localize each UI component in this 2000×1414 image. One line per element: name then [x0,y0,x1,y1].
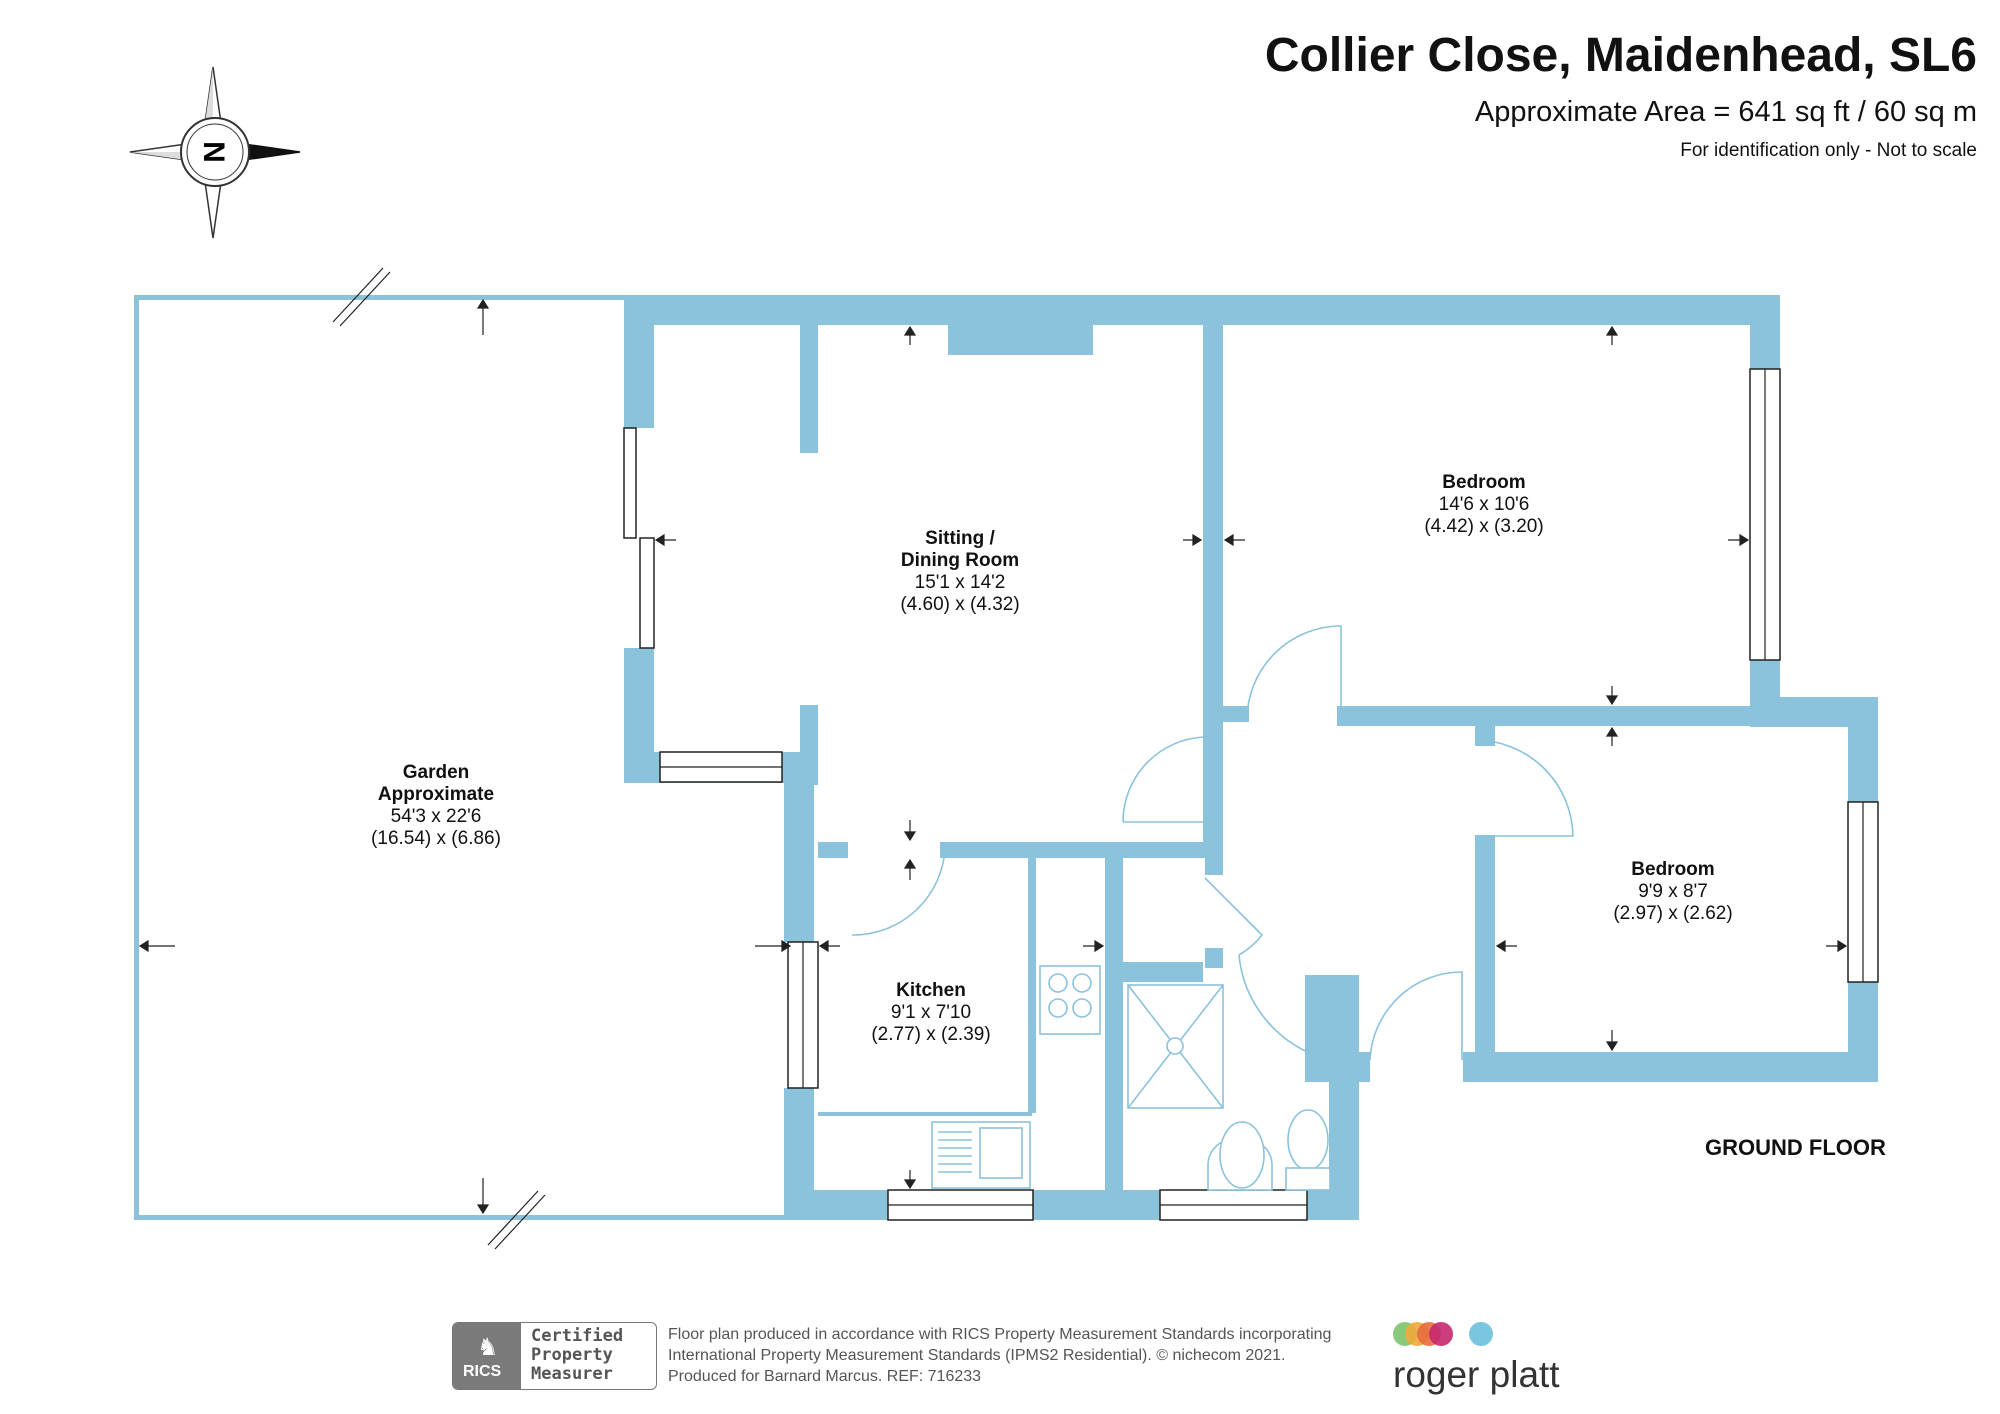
room-metric: (4.42) x (3.20) [1424,516,1544,537]
room-metric: (4.60) x (4.32) [900,594,1020,615]
room-sitting-dining: Sitting / Dining Room 15'1 x 14'2 (4.60)… [900,528,1019,616]
compass-letter: N [197,141,230,163]
room-name: Bedroom [1442,472,1526,493]
room-metric: (16.54) x (6.86) [371,828,501,849]
room-name: Sitting / [925,528,995,549]
brand-name: roger platt [1393,1354,1560,1395]
brand-logo: roger platt [1393,1318,1563,1398]
room-bedroom-2: Bedroom 9'9 x 8'7 (2.97) x (2.62) [1613,859,1732,925]
lion-crest-icon: ♞ [477,1334,499,1361]
rics-logo: ♞ RICS [453,1323,521,1389]
footer-line-1: Floor plan produced in accordance with R… [668,1326,1332,1343]
badge-line-2: Property [531,1345,613,1365]
rics-logo-text: RICS [463,1363,502,1380]
room-imperial: 14'6 x 10'6 [1438,494,1530,515]
floor-label: GROUND FLOOR [1705,1135,1886,1160]
room-metric: (2.77) x (2.39) [871,1024,991,1045]
room-name: Garden [402,762,470,783]
room-imperial: 9'1 x 7'10 [890,1002,972,1023]
room-imperial: 9'9 x 8'7 [1638,881,1708,902]
room-imperial: 54'3 x 22'6 [390,806,482,827]
brand-dot-5 [1469,1322,1493,1346]
room-metric: (2.97) x (2.62) [1613,903,1733,924]
footer-line-2: International Property Measurement Stand… [668,1347,1286,1364]
room-name: Bedroom [1631,859,1715,880]
badge-line-3: Measurer [531,1364,613,1384]
footer-disclaimer: Floor plan produced in accordance with R… [668,1324,1331,1387]
approximate-area: Approximate Area = 641 sq ft / 60 sq m [1474,96,1977,128]
dimension-arrows [138,298,1848,1215]
footer-line-3: Produced for Barnard Marcus. REF: 716233 [668,1368,982,1385]
room-bedroom-1: Bedroom 14'6 x 10'6 (4.42) x (3.20) [1424,472,1543,538]
brand-dot-4 [1429,1322,1453,1346]
rics-certified-badge: ♞ RICS Certified Property Measurer [452,1322,657,1390]
scale-note: For identification only - Not to scale [1680,140,1977,161]
compass-icon: N [129,66,301,239]
plan-title: Collier Close, Maidenhead, SL6 [1264,29,1977,82]
room-imperial: 15'1 x 14'2 [914,572,1006,593]
room-name-2: Dining Room [900,550,1020,571]
badge-line-1: Certified [531,1326,624,1346]
room-name: Kitchen [896,980,966,1001]
room-garden: Garden Approximate 54'3 x 22'6 (16.54) x… [371,762,501,850]
room-kitchen: Kitchen 9'1 x 7'10 (2.77) x (2.39) [871,980,990,1046]
badge-text: Certified Property Measurer [531,1327,623,1384]
room-name-2: Approximate [377,784,495,805]
